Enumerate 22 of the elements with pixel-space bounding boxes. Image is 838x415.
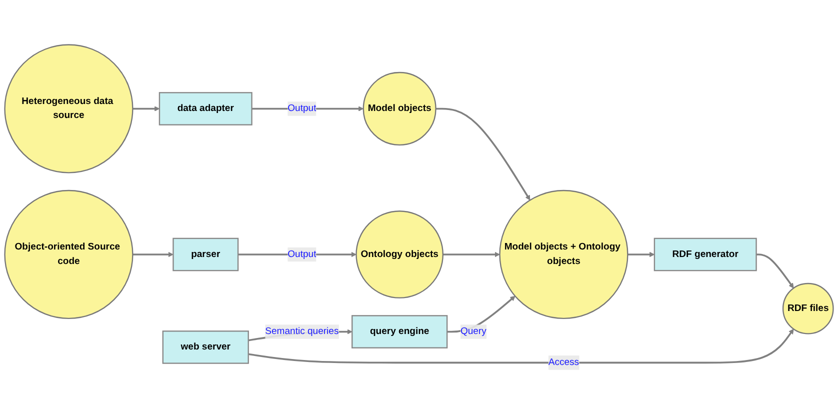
node-circle: Model objects [362, 72, 436, 146]
node-box: web server [162, 330, 249, 364]
arrow [442, 252, 500, 258]
edge-label: Output [288, 249, 316, 260]
arrow [756, 254, 794, 289]
node-box: query engine [352, 315, 448, 349]
node-circle: Model objects + Ontology objects [499, 190, 628, 320]
edge-label: Output [288, 104, 316, 114]
node-circle: Heterogeneous data source [4, 44, 134, 174]
node-circle: Object-oriented Source code [4, 190, 134, 320]
edge-label: Semantic queries [265, 326, 339, 337]
node-box: data adapter [158, 92, 252, 126]
node-box: RDF generator [654, 238, 757, 272]
arrow [436, 108, 530, 201]
arrow [132, 252, 174, 258]
node-circle: RDF files [782, 283, 834, 334]
edge-label: Query [460, 326, 486, 337]
arrow [628, 252, 655, 258]
node-circle: Ontology objects [356, 210, 444, 299]
arrow [132, 106, 160, 112]
node-box: parser [172, 238, 239, 272]
edge-label: Access [548, 358, 580, 368]
